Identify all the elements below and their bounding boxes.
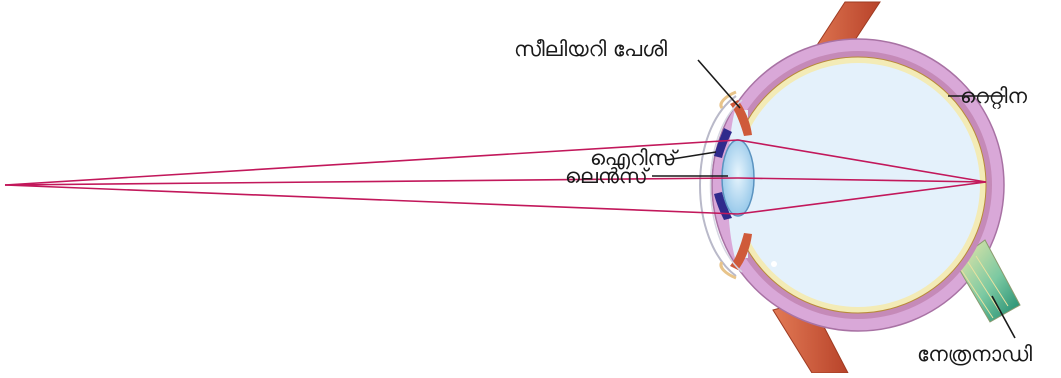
- label-ciliary-muscle: സീലിയറി പേശി: [514, 39, 667, 60]
- ray-bottom-to-lens: [5, 185, 738, 214]
- leader-ciliary: [698, 60, 740, 108]
- vitreous-body: [736, 63, 980, 307]
- label-optic-nerve: നേത്രനാഡി: [917, 344, 1032, 365]
- highlight-dot: [771, 261, 777, 267]
- label-lens: ലെൻസ്: [565, 166, 648, 187]
- label-retina: റെറ്റിന: [960, 86, 1027, 107]
